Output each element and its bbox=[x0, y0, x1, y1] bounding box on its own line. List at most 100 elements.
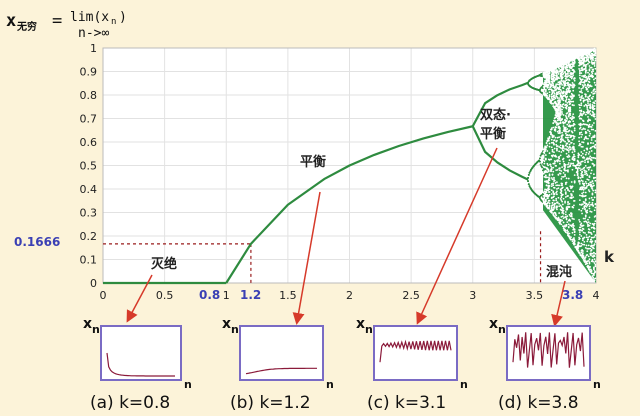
attractor-point bbox=[581, 243, 584, 246]
attractor-point bbox=[570, 124, 573, 127]
attractor-point bbox=[570, 194, 573, 197]
y-axis-formula: x 无穷 = lim(x n ) n->∞ bbox=[6, 10, 127, 41]
attractor-point bbox=[550, 211, 553, 214]
attractor-point bbox=[547, 176, 549, 179]
attractor-point bbox=[554, 202, 557, 205]
attractor-point bbox=[564, 91, 566, 93]
attractor-point bbox=[561, 73, 564, 76]
attractor-point bbox=[569, 146, 572, 149]
x-tick-label: 3 bbox=[469, 289, 476, 302]
inset-x-label: x bbox=[356, 316, 365, 332]
attractor-point bbox=[569, 106, 572, 109]
attractor-point bbox=[556, 136, 559, 139]
attractor-point bbox=[556, 147, 558, 150]
attractor-point bbox=[580, 179, 583, 182]
attractor-point bbox=[544, 166, 546, 169]
attractor-point bbox=[562, 149, 565, 152]
attractor-point bbox=[572, 162, 575, 165]
attractor-point bbox=[564, 126, 567, 129]
attractor-point bbox=[588, 197, 591, 200]
attractor-point bbox=[564, 189, 566, 191]
attractor-point bbox=[579, 81, 582, 83]
attractor-point bbox=[573, 95, 575, 98]
attractor-point bbox=[584, 67, 587, 70]
attractor-point bbox=[584, 246, 587, 249]
attractor-point bbox=[559, 122, 562, 125]
attractor-point bbox=[559, 103, 562, 106]
attractor-point bbox=[582, 120, 585, 122]
attractor-point bbox=[579, 226, 582, 229]
attractor-point bbox=[552, 102, 555, 105]
attractor-point bbox=[557, 159, 560, 162]
attractor-point bbox=[573, 200, 576, 202]
attractor-point bbox=[560, 151, 563, 153]
attractor-point bbox=[570, 100, 573, 103]
attractor-point bbox=[588, 235, 591, 238]
attractor-point bbox=[580, 174, 583, 177]
attractor-point bbox=[547, 170, 550, 173]
attractor-point bbox=[562, 145, 565, 148]
attractor-point bbox=[573, 157, 576, 160]
attractor-point bbox=[581, 95, 583, 97]
attractor-point bbox=[581, 145, 584, 148]
attractor-point bbox=[594, 118, 597, 120]
attractor-point bbox=[590, 142, 592, 144]
attractor-point bbox=[578, 69, 581, 72]
attractor-point bbox=[594, 203, 597, 205]
inset-x-label: x bbox=[489, 316, 498, 332]
attractor-point bbox=[566, 145, 569, 148]
attractor-point bbox=[581, 123, 583, 126]
attractor-point bbox=[584, 79, 586, 82]
attractor-point bbox=[549, 163, 552, 166]
attractor-point bbox=[583, 105, 586, 107]
attractor-point bbox=[562, 80, 565, 82]
attractor-point bbox=[558, 136, 561, 138]
attractor-point bbox=[564, 63, 566, 66]
attractor-point bbox=[558, 70, 561, 72]
attractor-point bbox=[554, 86, 557, 89]
attractor-point bbox=[566, 229, 569, 232]
attractor-point bbox=[558, 167, 561, 170]
attractor-point bbox=[548, 202, 551, 205]
attractor-point bbox=[587, 120, 589, 123]
attractor-point bbox=[558, 205, 561, 208]
attractor-point bbox=[594, 260, 597, 263]
attractor-point bbox=[578, 104, 581, 107]
attractor-point bbox=[580, 151, 583, 153]
attractor-point bbox=[583, 240, 586, 243]
attractor-point bbox=[558, 132, 561, 135]
attractor-point bbox=[581, 252, 584, 255]
attractor-point bbox=[550, 100, 552, 102]
attractor-point bbox=[588, 224, 591, 227]
attractor-point bbox=[578, 153, 581, 156]
attractor-point bbox=[548, 142, 551, 145]
curve-branch-2 bbox=[471, 81, 529, 127]
attractor-point bbox=[548, 88, 551, 91]
attractor-point bbox=[562, 221, 565, 224]
attractor-point bbox=[583, 156, 586, 159]
attractor-point bbox=[590, 71, 593, 73]
attractor-point bbox=[585, 69, 588, 72]
attractor-point bbox=[573, 123, 576, 126]
attractor-point bbox=[589, 119, 592, 122]
attractor-point bbox=[593, 61, 596, 64]
attractor-point bbox=[548, 205, 551, 208]
attractor-point bbox=[592, 276, 595, 279]
attractor-point bbox=[573, 174, 576, 177]
annotation-bistable-line2: 平衡 bbox=[480, 126, 506, 142]
attractor-point bbox=[587, 161, 589, 164]
attractor-point bbox=[564, 84, 567, 87]
inset-caption: (c) k=3.1 bbox=[367, 393, 446, 413]
attractor-point bbox=[550, 183, 553, 185]
attractor-point bbox=[561, 175, 564, 178]
attractor-point bbox=[567, 163, 569, 166]
attractor-point bbox=[591, 240, 594, 243]
attractor-point bbox=[584, 173, 586, 176]
attractor-point bbox=[561, 136, 564, 138]
attractor-point bbox=[557, 173, 560, 176]
attractor-point bbox=[565, 98, 568, 101]
attractor-point bbox=[587, 100, 589, 102]
formula-x: x bbox=[6, 11, 16, 31]
attractor-point bbox=[590, 196, 593, 199]
attractor-point bbox=[562, 87, 565, 90]
